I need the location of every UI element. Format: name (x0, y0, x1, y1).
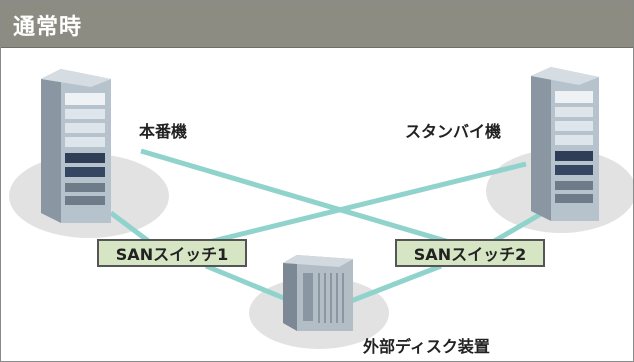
link-san1-to-storage (205, 263, 292, 304)
san-switch-1: SANスイッチ1 (97, 239, 247, 267)
standby-server-icon (531, 67, 599, 221)
primary-server-icon (41, 69, 111, 223)
primary-server-label: 本番機 (139, 122, 188, 141)
link-primary-to-san2 (140, 148, 457, 247)
storage-label: 外部ディスク装置 (363, 337, 490, 356)
page-title: 通常時 (13, 15, 83, 40)
standby-server-label: スタンバイ機 (405, 122, 502, 141)
san-switch-2: SANスイッチ2 (395, 239, 545, 267)
link-primary-to-san1 (109, 211, 153, 245)
link-standby-to-san2 (489, 208, 548, 246)
storage-array-icon (283, 255, 353, 331)
link-standby-to-san1 (200, 161, 527, 247)
link-san2-to-storage (350, 263, 442, 304)
header-bar: 通常時 (1, 1, 633, 48)
